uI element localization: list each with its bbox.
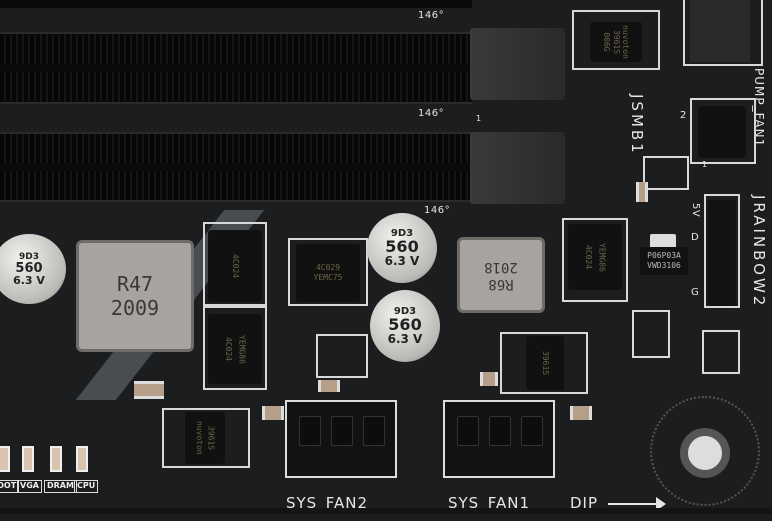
debug-led-dram <box>50 446 62 472</box>
jsmb1-pin2-mark: 2 <box>680 110 687 121</box>
jrainbow2-label: JRAINBOW2 <box>750 195 768 309</box>
sys-fan1-header[interactable] <box>443 400 555 478</box>
smd-component <box>570 406 592 420</box>
rgb-pin-g: G <box>691 287 700 298</box>
mosfet-outline <box>203 222 267 306</box>
mosfet-outline <box>562 218 628 302</box>
board-edge-trace <box>0 508 772 514</box>
smd-component <box>262 406 284 420</box>
rgb-pin-d: D <box>691 232 700 243</box>
dimm-mark: 146° <box>418 10 445 21</box>
dip-arrow <box>608 503 660 505</box>
smd-component <box>636 182 648 202</box>
smd-component <box>134 381 164 399</box>
debug-led-boot <box>0 446 10 472</box>
debug-led-vga <box>22 446 34 472</box>
jrainbow2-outline <box>704 194 740 308</box>
dimm-latch[interactable] <box>470 132 565 204</box>
chip-outline <box>162 408 250 468</box>
debug-led-label-vga: VGA <box>17 480 42 493</box>
mounting-hole-ring <box>650 396 760 506</box>
dimm-pin1-mark: 1 <box>476 114 482 123</box>
sys-fan2-label: SYS_FAN2 <box>286 494 368 512</box>
pump-fan-outline <box>683 0 763 66</box>
chip-outline <box>500 332 588 394</box>
smd-component <box>480 372 498 386</box>
mounting-hole <box>680 428 730 478</box>
fan-pin <box>489 416 511 446</box>
debug-led-label-dram: DRAM <box>44 480 77 493</box>
jsmb1-header[interactable] <box>698 106 746 158</box>
smd-component <box>318 380 340 392</box>
small-ic-outline <box>643 156 689 190</box>
dimm-latch[interactable] <box>470 28 565 100</box>
chip-outline <box>632 310 670 358</box>
fan-pin <box>299 416 321 446</box>
dimm-mark: 146° <box>424 205 451 216</box>
jrainbow2-header[interactable] <box>708 200 736 306</box>
debug-led-label-boot: BOOT <box>0 480 20 493</box>
mosfet-outline <box>203 306 267 390</box>
fan-pin <box>457 416 479 446</box>
dip-arrow-head-icon <box>656 497 666 511</box>
sys-fan2-header[interactable] <box>285 400 397 478</box>
debug-led-label-cpu: CPU <box>74 480 99 493</box>
jsmb1-pin1-mark: 1 <box>702 160 708 169</box>
dimm-slot-top-edge <box>0 0 472 8</box>
chip-outline <box>572 10 660 70</box>
nuvoton-chip: 3961S <box>526 336 564 390</box>
jsmb1-outline <box>690 98 756 164</box>
rgb-pin-5v: 5V <box>690 203 701 218</box>
dimm-slot-rib <box>0 64 472 72</box>
mosfet-outline <box>288 238 368 306</box>
dimm-mark: 146° <box>418 108 445 119</box>
debug-led-cpu <box>76 446 88 472</box>
dip-label: DIP <box>570 494 599 512</box>
chip-outline <box>702 330 740 374</box>
regulator-tab <box>650 234 676 248</box>
jsmb1-label: JSMB1 <box>628 94 646 156</box>
mosfet: 4C024 <box>208 230 262 302</box>
fan-pin <box>331 416 353 446</box>
chip-outline <box>316 334 368 378</box>
fan-pin <box>521 416 543 446</box>
dimm-slot-rib <box>0 163 472 171</box>
fan-pin <box>363 416 385 446</box>
pump-fan-header[interactable] <box>690 0 750 62</box>
sys-fan1-label: SYS_FAN1 <box>448 494 530 512</box>
